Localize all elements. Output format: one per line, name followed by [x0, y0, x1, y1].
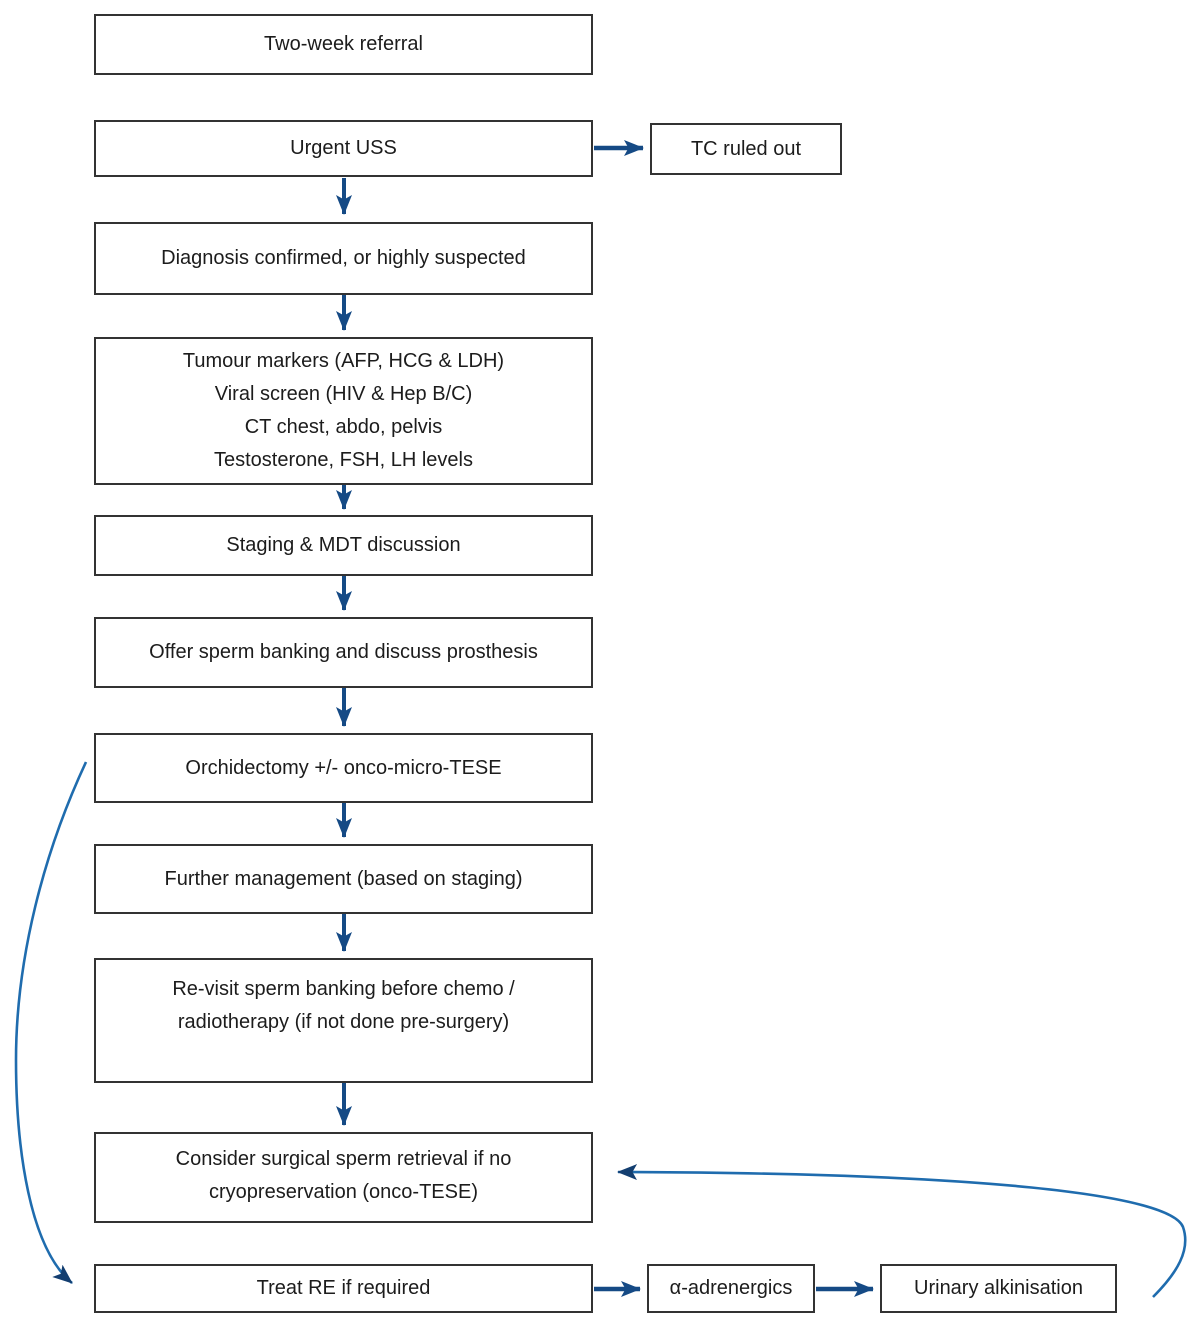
box-alpha-adrenergics-label: α-adrenergics: [669, 1277, 793, 1299]
box-diagnosis-label: Diagnosis confirmed, or highly suspected: [161, 247, 526, 269]
box-treat-re: Treat RE if required: [94, 1264, 593, 1313]
box-tc-ruled-out: TC ruled out: [650, 123, 842, 175]
box-treat-re-label: Treat RE if required: [256, 1277, 431, 1299]
arrow-urinary-to-consider-retrieval-curve: [617, 1164, 1187, 1298]
arrow-orchidectomy-to-treat-re-curve: [14, 761, 88, 1284]
box-offer-sperm-banking-label: Offer sperm banking and discuss prosthes…: [149, 641, 538, 663]
box-two-week-referral-label: Two-week referral: [264, 33, 423, 55]
box-tc-ruled-out-label: TC ruled out: [690, 137, 802, 160]
box-consider-sperm-retrieval: Consider surgical sperm retrieval if no …: [94, 1132, 593, 1223]
box-revisit-sperm-banking: Re-visit sperm banking before chemo / ra…: [94, 958, 593, 1083]
box-diagnosis: Diagnosis confirmed, or highly suspected: [94, 222, 593, 295]
box-orchidectomy-label: Orchidectomy +/- onco-micro-TESE: [185, 756, 502, 779]
box-urinary-alkinisation: Urinary alkinisation: [880, 1264, 1117, 1313]
box-two-week-referral: Two-week referral: [94, 14, 593, 75]
box-urgent-uss: Urgent USS: [94, 120, 593, 177]
box-further-management: Further management (based on staging): [94, 844, 593, 914]
box-staging-mdt-label: Staging & MDT discussion: [226, 534, 461, 556]
box-staging-mdt: Staging & MDT discussion: [94, 515, 593, 576]
box-revisit-sperm-banking-label: Re-visit sperm banking before chemo / ra…: [172, 978, 515, 1033]
box-orchidectomy: Orchidectomy +/- onco-micro-TESE: [94, 733, 593, 803]
box-urgent-uss-label: Urgent USS: [290, 137, 397, 159]
box-investigations: Tumour markers (AFP, HCG & LDH) Viral sc…: [94, 337, 593, 485]
box-consider-sperm-retrieval-label: Consider surgical sperm retrieval if no …: [175, 1148, 512, 1203]
box-urinary-alkinisation-label: Urinary alkinisation: [914, 1277, 1083, 1299]
box-alpha-adrenergics: α-adrenergics: [647, 1264, 815, 1313]
box-further-management-label: Further management (based on staging): [164, 867, 523, 890]
box-offer-sperm-banking: Offer sperm banking and discuss prosthes…: [94, 617, 593, 688]
box-investigations-label: Tumour markers (AFP, HCG & LDH) Viral sc…: [182, 350, 505, 471]
